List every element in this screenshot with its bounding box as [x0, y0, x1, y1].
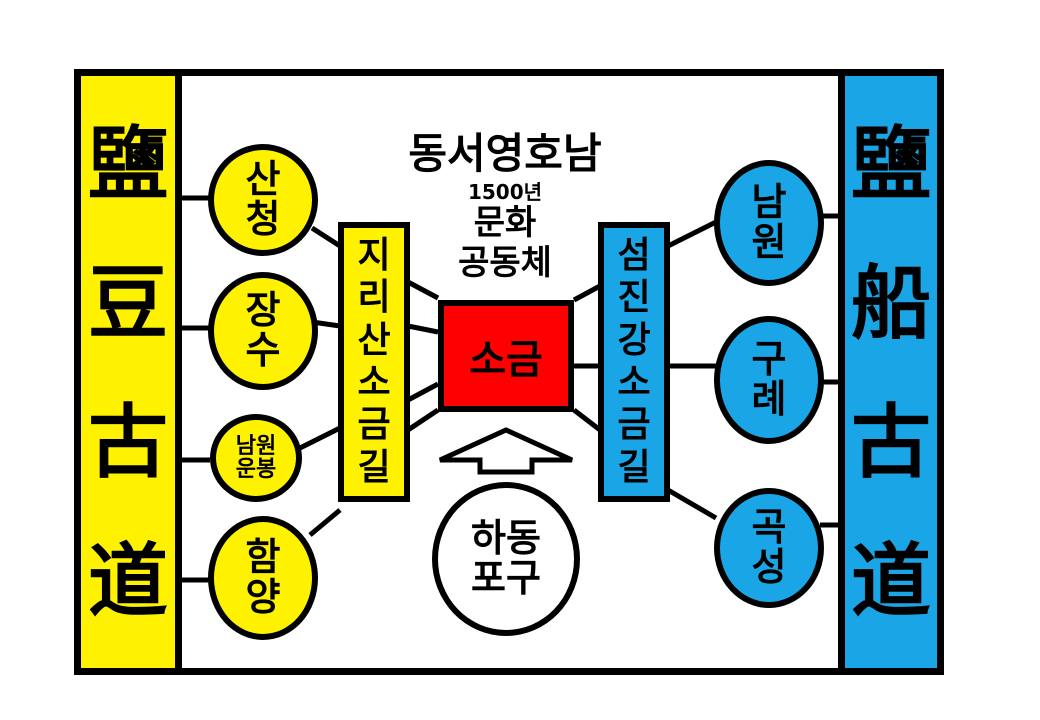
jirisan-road-char-4: 소	[357, 362, 391, 403]
right-sidebar-char-4: 道	[851, 533, 931, 628]
right-sidebar: 鹽 船 古 道	[838, 69, 944, 675]
salt-center-node: 소금	[438, 300, 574, 412]
town-hamyang: 함 양	[208, 516, 318, 640]
town-namwon-line-2: 원	[751, 220, 787, 264]
connector-right-road-1	[572, 283, 602, 303]
town-jangsu-line-1: 장	[245, 288, 281, 333]
seomjingang-road-char-3: 강	[617, 319, 651, 361]
town-namwon-unbong: 남원 운봉	[210, 414, 302, 502]
left-sidebar: 鹽 豆 古 道	[74, 69, 182, 675]
town-namwon-line-1: 남	[751, 180, 787, 225]
salt-center-label: 소금	[469, 337, 543, 383]
culture-line-1: 문화	[473, 203, 537, 243]
diagram-year: 1500년	[467, 180, 543, 204]
town-sancheong: 산 청	[208, 144, 318, 256]
port-hadong-line-2: 포구	[471, 556, 541, 600]
jirisan-salt-road: 지 리 산 소 금 길	[338, 222, 410, 502]
connector-left-road-1	[406, 279, 440, 301]
jirisan-road-char-6: 길	[357, 446, 391, 488]
town-gurye-line-2: 례	[751, 377, 787, 421]
jirisan-road-char-5: 금	[357, 404, 391, 446]
seomjingang-road-char-6: 길	[617, 446, 651, 488]
right-sidebar-char-1: 鹽	[851, 116, 931, 211]
town-gokseong-line-1: 곡	[751, 505, 787, 550]
port-hadong-line-1: 하동	[471, 516, 541, 561]
seomjingang-road-char-4: 소	[617, 362, 651, 403]
jirisan-road-char-2: 리	[357, 277, 391, 319]
connector-left-town-3	[294, 425, 342, 453]
left-sidebar-char-1: 鹽	[88, 116, 168, 211]
town-gokseong-line-2: 성	[751, 545, 787, 589]
town-sancheong-line-2: 청	[245, 197, 281, 241]
right-sidebar-char-2: 船	[851, 255, 931, 350]
town-jangsu-line-2: 수	[245, 328, 281, 372]
seomjingang-road-char-2: 진	[617, 277, 651, 319]
connector-right-town-1	[666, 219, 718, 249]
up-arrow-icon	[438, 427, 574, 475]
town-gurye: 구 례	[714, 316, 824, 444]
connector-left-road-3	[406, 381, 440, 403]
town-hamyang-line-2: 양	[245, 575, 281, 619]
town-jangsu: 장 수	[208, 272, 318, 390]
connector-left-town-1	[310, 225, 342, 249]
connector-left-road-4	[406, 407, 440, 433]
connector-right-road-3	[572, 408, 602, 432]
town-namwon: 남 원	[714, 160, 824, 286]
culture-line-2: 공동체	[458, 243, 552, 284]
left-sidebar-char-3: 古	[88, 394, 168, 489]
town-gurye-line-1: 구	[751, 337, 787, 382]
left-sidebar-char-4: 道	[88, 533, 168, 628]
connector-left-road-2	[407, 323, 439, 335]
seomjingang-road-char-5: 금	[617, 404, 651, 446]
seomjingang-salt-road: 섬 진 강 소 금 길	[598, 222, 670, 502]
jirisan-road-char-3: 산	[357, 319, 391, 361]
port-hadong: 하동 포구	[432, 482, 580, 636]
town-namwon-unbong-line-2: 운봉	[235, 457, 277, 482]
town-namwon-unbong-line-1: 남원	[235, 433, 277, 459]
seomjingang-road-char-1: 섬	[617, 234, 651, 276]
jirisan-road-char-1: 지	[357, 234, 391, 276]
right-sidebar-char-3: 古	[851, 394, 931, 489]
town-sancheong-line-1: 산	[245, 157, 281, 202]
diagram-title: 동서영호남	[408, 129, 602, 178]
left-sidebar-char-2: 豆	[88, 255, 168, 350]
town-gokseong: 곡 성	[714, 488, 824, 608]
connector-right-town-3	[666, 487, 718, 521]
diagram-culture-text: 문화 공동체	[420, 203, 590, 283]
town-hamyang-line-1: 함	[245, 535, 281, 580]
connector-left-town-4	[308, 508, 342, 537]
